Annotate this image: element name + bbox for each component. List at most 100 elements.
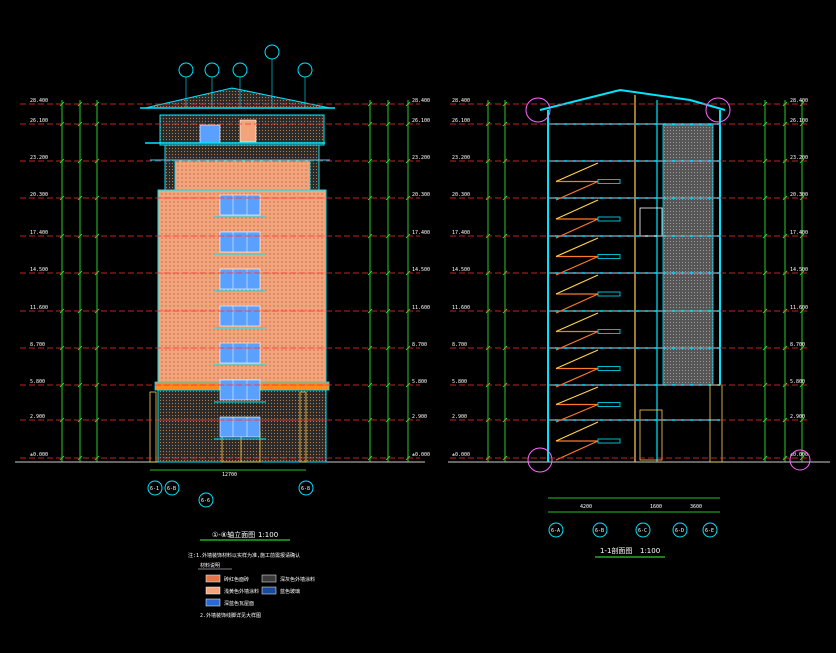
legend-swatch-0 xyxy=(205,574,221,583)
stair-flight-upper xyxy=(555,349,599,370)
elevation-level-label: 2.900 xyxy=(30,414,45,420)
legend-heading: 注:1.外墙装饰材料以实样为准,施工前需报请确认 xyxy=(188,552,300,559)
dimension-tick xyxy=(385,455,391,461)
legend-subheading: 材料说明 xyxy=(200,562,220,569)
dimension-tick xyxy=(385,121,391,127)
dimension-tick xyxy=(367,121,373,127)
stair-landing xyxy=(597,438,621,444)
elevation-window xyxy=(219,305,261,327)
legend-label-4: 深蓝色瓦屋面 xyxy=(224,600,254,607)
section-cut-mark xyxy=(527,447,553,473)
section-level-label-right: 28.400 xyxy=(790,98,808,104)
stair-flight-upper xyxy=(555,237,599,258)
elevator-door xyxy=(639,207,663,237)
dimension-tick xyxy=(385,158,391,164)
section-level-label: 8.700 xyxy=(452,342,467,348)
section-level-label-right: 8.700 xyxy=(790,342,805,348)
legend-swatch-2 xyxy=(205,586,221,595)
bottom-dim-label: 1600 xyxy=(650,504,662,510)
section-cut-mark xyxy=(705,97,731,123)
elevation-callout-bubble xyxy=(178,62,194,78)
elevation-window xyxy=(219,231,261,253)
dimension-tick xyxy=(367,233,373,239)
dimension-tick xyxy=(367,345,373,351)
section-axis-bubble-label: 6-A xyxy=(551,528,560,534)
bottom-dim-label: 3600 xyxy=(690,504,702,510)
podium-column xyxy=(299,391,307,463)
stair-landing xyxy=(597,291,621,297)
axis-bubble xyxy=(147,480,163,496)
section-level-label: 11.600 xyxy=(452,305,470,311)
stair-flight-upper xyxy=(555,199,599,220)
dimension-tick xyxy=(385,233,391,239)
elevation-title: ①-⑧轴立面图 xyxy=(212,530,255,539)
podium-column xyxy=(149,391,157,463)
penthouse-window xyxy=(199,124,221,144)
section-level-label: 14.500 xyxy=(452,267,470,273)
section-core xyxy=(662,124,714,386)
section-axis-bubble-label: 6-E xyxy=(705,528,714,534)
elevation-level-label-right: 14.500 xyxy=(412,267,430,273)
elevation-level-label: 14.500 xyxy=(30,267,48,273)
dimension-tick xyxy=(367,101,373,107)
elevation-level-label: 23.200 xyxy=(30,155,48,161)
axis-bubble-label: 6-B xyxy=(167,486,176,492)
elevation-level-label: ±0.000 xyxy=(30,452,48,458)
elevation-window xyxy=(219,342,261,364)
section-level-label-right: 11.600 xyxy=(790,305,808,311)
dimension-tick xyxy=(385,308,391,314)
elevation-callout-bubble xyxy=(264,44,280,60)
elevation-window xyxy=(219,194,261,216)
elevation-level-label: 28.400 xyxy=(30,98,48,104)
section-title-block: 1-1剖面图 1:100 xyxy=(595,546,665,558)
elevation-level-label-right: 2.900 xyxy=(412,414,427,420)
elevation-level-label-right: 20.300 xyxy=(412,192,430,198)
section-title: 1-1剖面图 xyxy=(600,546,632,555)
legend-swatch-1 xyxy=(261,574,277,583)
dimension-tick xyxy=(385,417,391,423)
elevation-scale: 1:100 xyxy=(258,531,278,539)
axis-bubble-label: 6-6 xyxy=(201,498,210,504)
section-level-label: ±0.000 xyxy=(452,452,470,458)
elevation-level-label: 5.800 xyxy=(30,379,45,385)
section-level-label-right: 2.900 xyxy=(790,414,805,420)
stair-flight xyxy=(555,293,599,314)
elevation-callout-bubble xyxy=(297,62,313,78)
stair-flight-upper xyxy=(555,421,599,442)
penthouse-door xyxy=(239,119,257,143)
legend-note: 2.外墙装饰线脚详见大样图 xyxy=(200,612,261,619)
elevation-level-label-right: 5.800 xyxy=(412,379,427,385)
section-podium-column xyxy=(709,384,723,463)
section-cut-mark xyxy=(525,97,551,123)
dimension-tick xyxy=(367,382,373,388)
section-level-label: 17.400 xyxy=(452,230,470,236)
legend-label-1: 深灰色外墙涂料 xyxy=(280,576,315,583)
section-level-label: 20.300 xyxy=(452,192,470,198)
section-level-label: 28.400 xyxy=(452,98,470,104)
axis-bubble xyxy=(298,480,314,496)
elevation-level-label-right: 28.400 xyxy=(412,98,430,104)
elevation-level-label-right: 8.700 xyxy=(412,342,427,348)
section-axis-bubble-label: 6-C xyxy=(638,528,647,534)
dimension-tick xyxy=(367,455,373,461)
roof xyxy=(144,87,331,109)
elevation-title-block: ①-⑧轴立面图 1:100 xyxy=(200,530,290,541)
material-legend: 注:1.外墙装饰材料以实样为准,施工前需报请确认 材料说明 砖红色面砖 深灰色外… xyxy=(188,552,315,619)
section-axis-bubble-label: 6-B xyxy=(595,528,604,534)
section-level-label: 5.800 xyxy=(452,379,467,385)
dimension-tick xyxy=(385,101,391,107)
stair-landing xyxy=(597,216,621,222)
section-level-label-right: 5.800 xyxy=(790,379,805,385)
stair-flight xyxy=(555,440,599,461)
section-level-label-right: 23.200 xyxy=(790,155,808,161)
section-axis-bubble xyxy=(592,522,608,538)
dimension-tick xyxy=(367,195,373,201)
stair-flight-upper xyxy=(555,162,599,183)
section-level-label-right: ±0.000 xyxy=(790,452,808,458)
bottom-dim-label: 4200 xyxy=(580,504,592,510)
dimension-tick xyxy=(385,345,391,351)
dimension-tick xyxy=(367,308,373,314)
